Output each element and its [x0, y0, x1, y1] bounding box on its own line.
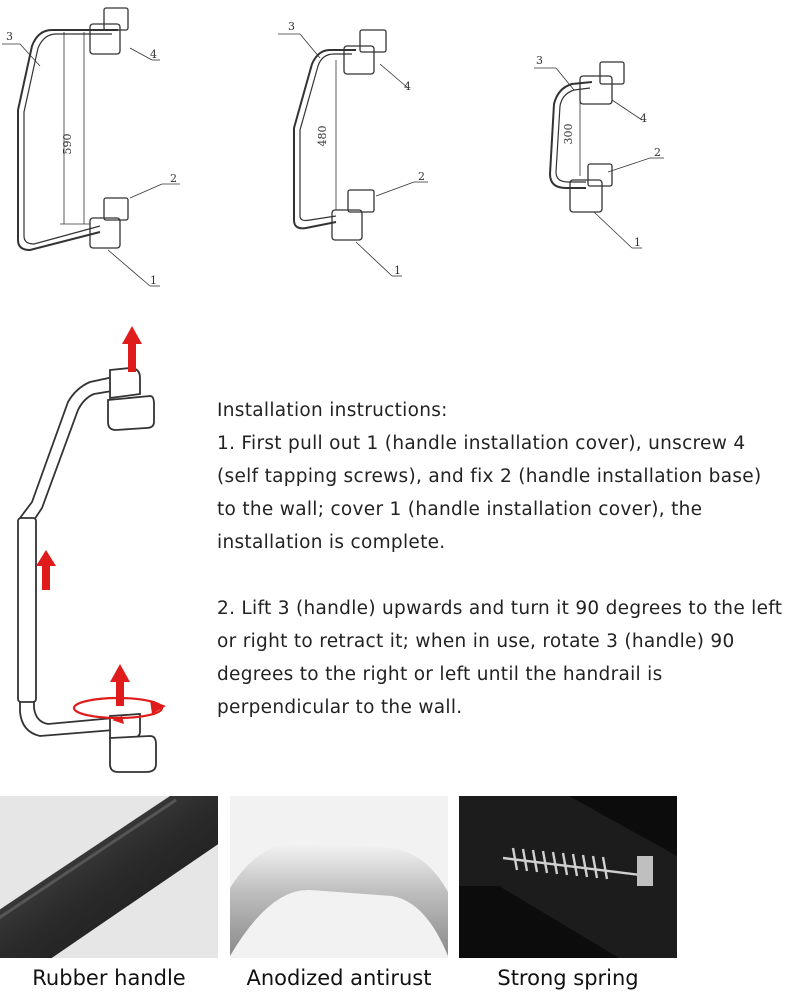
drawing3-dimension: 300	[562, 124, 575, 145]
caption-strong-spring: Strong spring	[497, 966, 639, 990]
drawing2-label-1: 1	[394, 264, 401, 277]
lift-arrow-bottom	[110, 664, 130, 706]
instruction-step-1: 1. First pull out 1 (handle installation…	[217, 433, 762, 553]
drawing3-label-4: 4	[640, 112, 647, 125]
strong-spring-photo	[459, 796, 677, 958]
caption-rubber-handle: Rubber handle	[32, 966, 186, 990]
drawing1-dimension: 590	[61, 134, 74, 155]
anodized-antirust-photo	[230, 796, 448, 958]
instruction-step-2: 2. Lift 3 (handle) upwards and turn it 9…	[217, 598, 783, 718]
drawing1-label-4: 4	[150, 48, 157, 61]
drawing2-label-4: 4	[404, 80, 411, 93]
instructions-title: Installation instructions:	[217, 400, 448, 421]
drawing2-label-3: 3	[288, 20, 295, 33]
drawing3-label-1: 1	[634, 236, 641, 249]
drawing3-label-3: 3	[536, 54, 543, 67]
lift-arrow-top	[122, 326, 142, 372]
caption-anodized-antirust: Anodized antirust	[246, 966, 432, 990]
technical-drawings: 590 3 4 2 1 480 3 4 2 1	[2, 7, 664, 287]
rotate-arrow	[72, 696, 166, 724]
drawing3-label-2: 2	[654, 146, 661, 159]
drawing2-dimension: 480	[316, 126, 329, 147]
installation-illustration	[17, 326, 166, 773]
lift-arrow-middle	[36, 550, 56, 590]
installation-instructions: Installation instructions: 1. First pull…	[217, 394, 785, 724]
drawing1-label-3: 3	[6, 30, 13, 43]
rubber-handle-photo	[0, 796, 218, 958]
drawing-300	[534, 61, 664, 249]
drawing-480	[278, 29, 428, 277]
drawing1-label-2: 2	[170, 172, 177, 185]
drawing1-label-1: 1	[150, 274, 157, 287]
drawing2-label-2: 2	[418, 170, 425, 183]
drawing-590	[2, 7, 180, 287]
